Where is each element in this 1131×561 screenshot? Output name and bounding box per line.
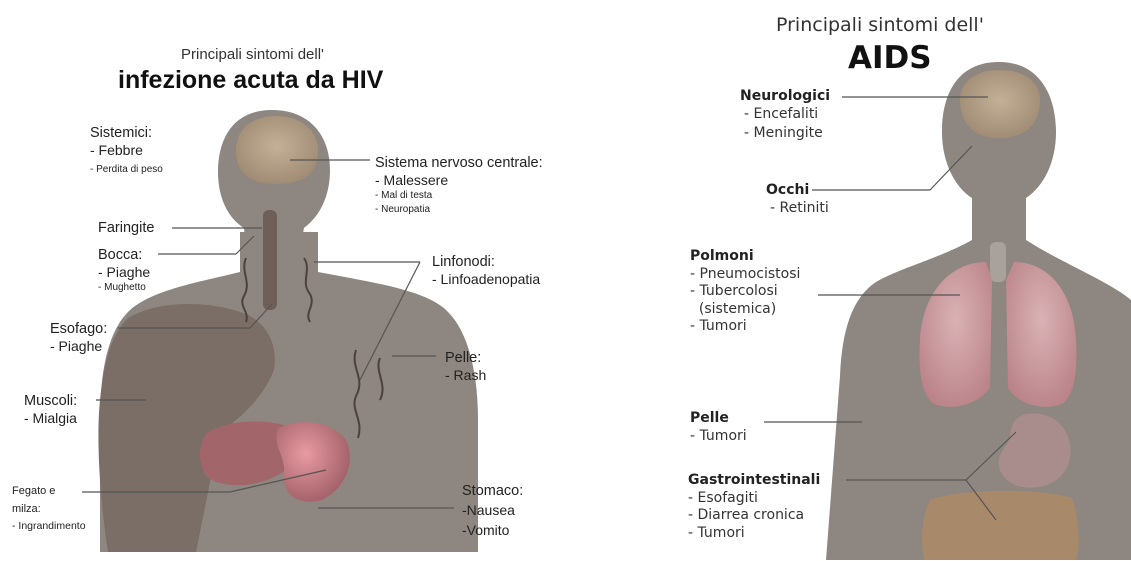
right-intestines xyxy=(922,491,1079,560)
label-occhi: Occhi - Retiniti xyxy=(766,182,829,217)
label-gastro-item-1: - Esofagiti xyxy=(688,490,820,508)
label-snc-item-2: - Mal di testa xyxy=(375,190,543,203)
right-trachea xyxy=(990,242,1006,282)
label-pelle-right-head: Pelle xyxy=(690,410,747,428)
label-sistemici-item-2: - Perdita di peso xyxy=(90,164,163,177)
label-pelle-right-item-1: - Tumori xyxy=(690,428,747,446)
right-title: AIDS xyxy=(848,40,932,76)
label-neurologici-head: Neurologici xyxy=(740,88,830,106)
label-fegato-head-2: milza: xyxy=(12,503,86,517)
label-polmoni-head: Polmoni xyxy=(690,248,800,266)
label-bocca-item-1: - Piaghe xyxy=(98,264,150,282)
label-esofago: Esofago: - Piaghe xyxy=(50,320,107,356)
label-bocca: Bocca: - Piaghe - Mughetto xyxy=(98,246,150,294)
label-snc-item-3: - Neuropatia xyxy=(375,204,543,217)
label-occhi-head: Occhi xyxy=(766,182,829,200)
label-sistemici-item-1: - Febbre xyxy=(90,142,163,160)
label-muscoli-item-1: - Mialgia xyxy=(24,410,77,428)
left-title: infezione acuta da HIV xyxy=(118,66,383,95)
label-occhi-item-1: - Retiniti xyxy=(770,200,829,218)
label-esofago-head: Esofago: xyxy=(50,320,107,338)
label-linfonodi-item-1: - Linfoadenopatia xyxy=(432,271,540,289)
label-linfonodi: Linfonodi: - Linfoadenopatia xyxy=(432,253,540,289)
label-fegato: Fegato e milza: - Ingrandimento xyxy=(12,485,86,533)
left-brain xyxy=(236,116,318,184)
label-gastro-head: Gastrointestinali xyxy=(688,472,820,490)
label-esofago-item-1: - Piaghe xyxy=(50,338,107,356)
label-gastro-item-3: - Tumori xyxy=(688,525,820,543)
left-pharynx xyxy=(263,210,277,310)
left-subtitle: Principali sintomi dell' xyxy=(181,46,324,63)
right-subtitle: Principali sintomi dell' xyxy=(776,14,984,36)
label-stomaco-item-2: -Vomito xyxy=(462,522,523,540)
label-gastro: Gastrointestinali - Esofagiti - Diarrea … xyxy=(688,472,820,542)
label-stomaco-item-1: -Nausea xyxy=(462,502,523,520)
label-pelle-left-item-1: - Rash xyxy=(445,367,486,385)
label-faringite-head: Faringite xyxy=(98,219,154,237)
label-bocca-head: Bocca: xyxy=(98,246,150,264)
label-stomaco: Stomaco: -Nausea -Vomito xyxy=(462,482,523,539)
label-polmoni-item-1: - Pneumocistosi xyxy=(690,266,800,284)
label-neurologici-item-2: - Meningite xyxy=(744,125,830,143)
label-sistemici-head: Sistemici: xyxy=(90,124,163,142)
label-neurologici-item-1: - Encefaliti xyxy=(744,106,830,124)
label-polmoni-item-2: - Tubercolosi xyxy=(690,283,800,301)
label-faringite: Faringite xyxy=(98,219,154,237)
label-polmoni: Polmoni - Pneumocistosi - Tubercolosi (s… xyxy=(690,248,800,336)
label-muscoli: Muscoli: - Mialgia xyxy=(24,392,77,428)
label-neurologici: Neurologici - Encefaliti - Meningite xyxy=(740,88,830,143)
right-brain xyxy=(960,70,1040,138)
label-sistemici: Sistemici: - Febbre - Perdita di peso xyxy=(90,124,163,176)
label-gastro-item-2: - Diarrea cronica xyxy=(688,507,820,525)
label-fegato-item-1: - Ingrandimento xyxy=(12,520,86,533)
label-bocca-item-2: - Mughetto xyxy=(98,282,150,295)
label-snc-item-1: - Malessere xyxy=(375,172,543,190)
label-snc-head: Sistema nervoso centrale: xyxy=(375,154,543,172)
label-pelle-right: Pelle - Tumori xyxy=(690,410,747,445)
label-muscoli-head: Muscoli: xyxy=(24,392,77,410)
label-polmoni-item-4: - Tumori xyxy=(690,318,800,336)
label-fegato-head: Fegato e xyxy=(12,485,86,499)
label-pelle-left-head: Pelle: xyxy=(445,349,486,367)
label-polmoni-item-3: (sistemica) xyxy=(690,301,800,319)
label-pelle-left: Pelle: - Rash xyxy=(445,349,486,385)
label-linfonodi-head: Linfonodi: xyxy=(432,253,540,271)
label-stomaco-head: Stomaco: xyxy=(462,482,523,500)
label-snc: Sistema nervoso centrale: - Malessere - … xyxy=(375,154,543,217)
